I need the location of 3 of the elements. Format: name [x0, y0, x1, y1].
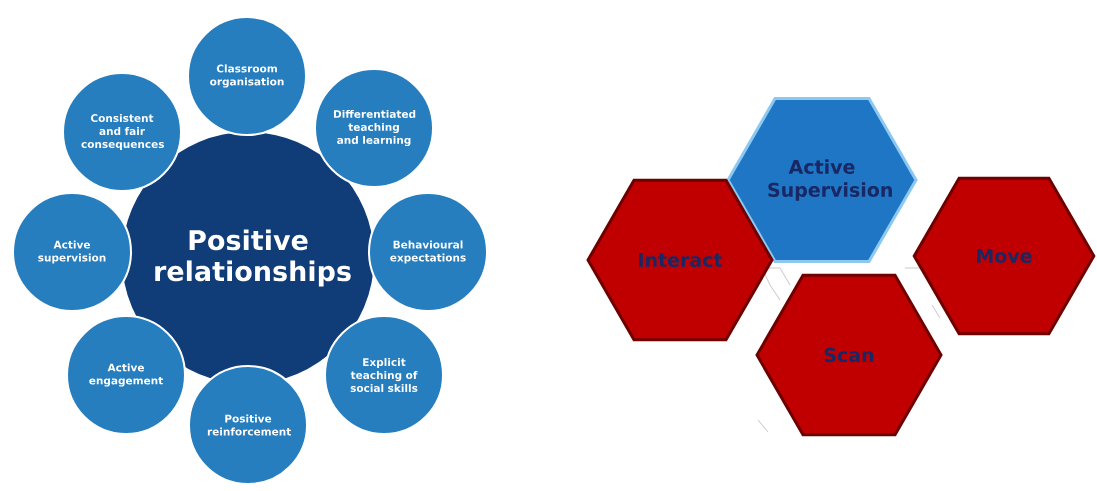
hexagon: Scan	[755, 273, 943, 437]
hexagon: Move	[912, 176, 1096, 336]
hexagon: Active Supervision	[726, 97, 918, 263]
